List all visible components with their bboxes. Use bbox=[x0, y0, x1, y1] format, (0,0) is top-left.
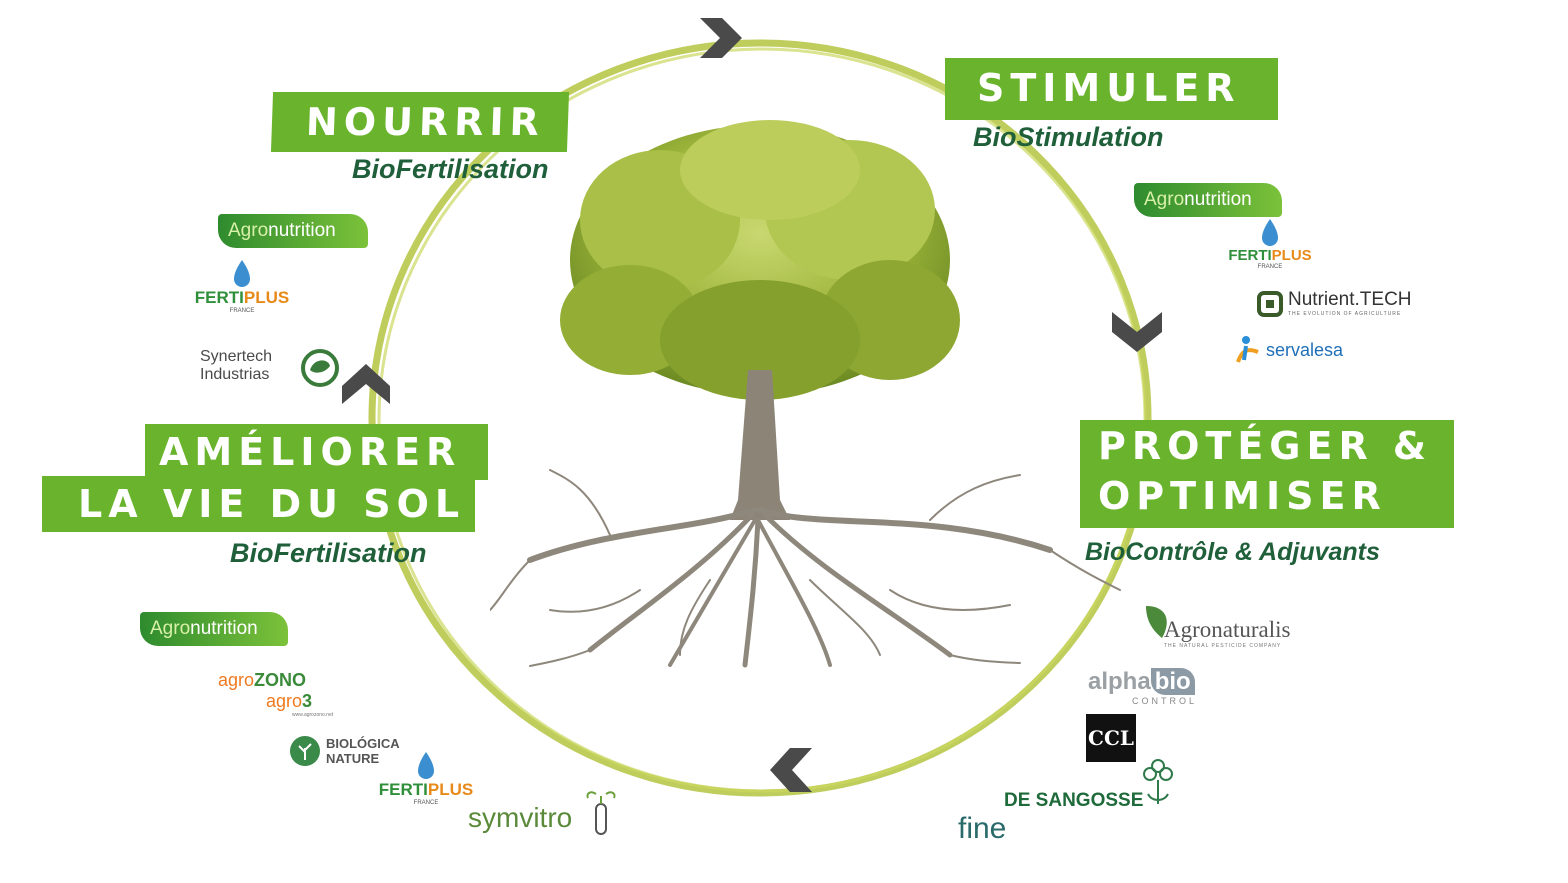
ameliorer-banner-top: AMÉLIORER bbox=[145, 424, 488, 480]
nutrienttech-icon bbox=[1257, 291, 1283, 317]
biologica-tree-icon bbox=[290, 736, 320, 766]
desangosse-logo: DE SANGOSSE bbox=[1004, 790, 1144, 811]
synertech-logo: Synertech Industrias bbox=[200, 348, 273, 383]
servalesa-logo: servalesa bbox=[1266, 340, 1344, 360]
nourrir-banner: NOURRIR bbox=[270, 92, 570, 152]
fertiplus-logo-nourrir: FERTIPLUS FRANCE bbox=[182, 258, 302, 314]
symvitro-tube-icon bbox=[586, 791, 616, 835]
agronutrition-logo-ameliorer: Agronutrition bbox=[140, 612, 288, 646]
tree-illustration bbox=[490, 120, 1121, 668]
proteger-title-line1: PROTÉGER & bbox=[1098, 424, 1433, 468]
chevron-left-icon bbox=[770, 748, 812, 792]
nourrir-title: NOURRIR bbox=[305, 100, 546, 144]
proteger-banner: PROTÉGER & OPTIMISER bbox=[1080, 420, 1454, 528]
ameliorer-title-line1: AMÉLIORER bbox=[159, 430, 462, 474]
servalesa-icon bbox=[1236, 336, 1259, 363]
nourrir-subtitle: BioFertilisation bbox=[352, 154, 549, 184]
tree-roots bbox=[490, 469, 1121, 668]
stimuler-subtitle: BioStimulation bbox=[973, 122, 1164, 152]
biologica-logo: BIOLÓGICA NATURE bbox=[326, 736, 400, 766]
nutrienttech-logo: Nutrient.TECH THE EVOLUTION OF AGRICULTU… bbox=[1288, 289, 1412, 317]
symvitro-logo: symvitro bbox=[468, 802, 573, 833]
tree-trunk bbox=[730, 370, 790, 520]
desangosse-flower-icon bbox=[1143, 759, 1173, 804]
agronutrition-logo-nourrir: Agronutrition bbox=[218, 214, 368, 248]
proteger-subtitle: BioContrôle & Adjuvants bbox=[1085, 538, 1380, 566]
fine-logo: fine bbox=[958, 812, 1007, 845]
ameliorer-banner-bottom: LA VIE DU SOL bbox=[42, 476, 475, 532]
agrozono-logo: agroZONO agro3 www.agrozono.net bbox=[218, 670, 334, 718]
proteger-title-line2: OPTIMISER bbox=[1098, 474, 1387, 518]
water-drop-icon bbox=[234, 260, 250, 287]
agronaturalis-leaf-icon bbox=[1146, 606, 1167, 638]
chevron-right-icon bbox=[700, 18, 742, 58]
water-drop-icon bbox=[418, 752, 434, 779]
ccl-logo: CCL bbox=[1086, 714, 1136, 762]
agronaturalis-logo: Agronaturalis THE NATURAL PESTICIDE COMP… bbox=[1164, 617, 1291, 649]
synertech-leaf-icon bbox=[301, 349, 339, 387]
stimuler-title: STIMULER bbox=[977, 66, 1241, 110]
water-drop-icon bbox=[1262, 219, 1278, 246]
agronutrition-logo-stimuler: Agronutrition bbox=[1134, 183, 1282, 217]
fertiplus-logo-ameliorer: FERTIPLUS FRANCE bbox=[366, 750, 486, 806]
ameliorer-subtitle: BioFertilisation bbox=[230, 538, 427, 568]
ameliorer-title-line2: LA VIE DU SOL bbox=[78, 482, 466, 526]
chevron-down-icon bbox=[1112, 312, 1162, 352]
chevron-up-icon bbox=[342, 364, 390, 404]
fertiplus-logo-stimuler: FERTIPLUS FRANCE bbox=[1210, 217, 1330, 270]
tree-canopy bbox=[560, 120, 960, 400]
stimuler-banner: STIMULER bbox=[945, 58, 1278, 120]
